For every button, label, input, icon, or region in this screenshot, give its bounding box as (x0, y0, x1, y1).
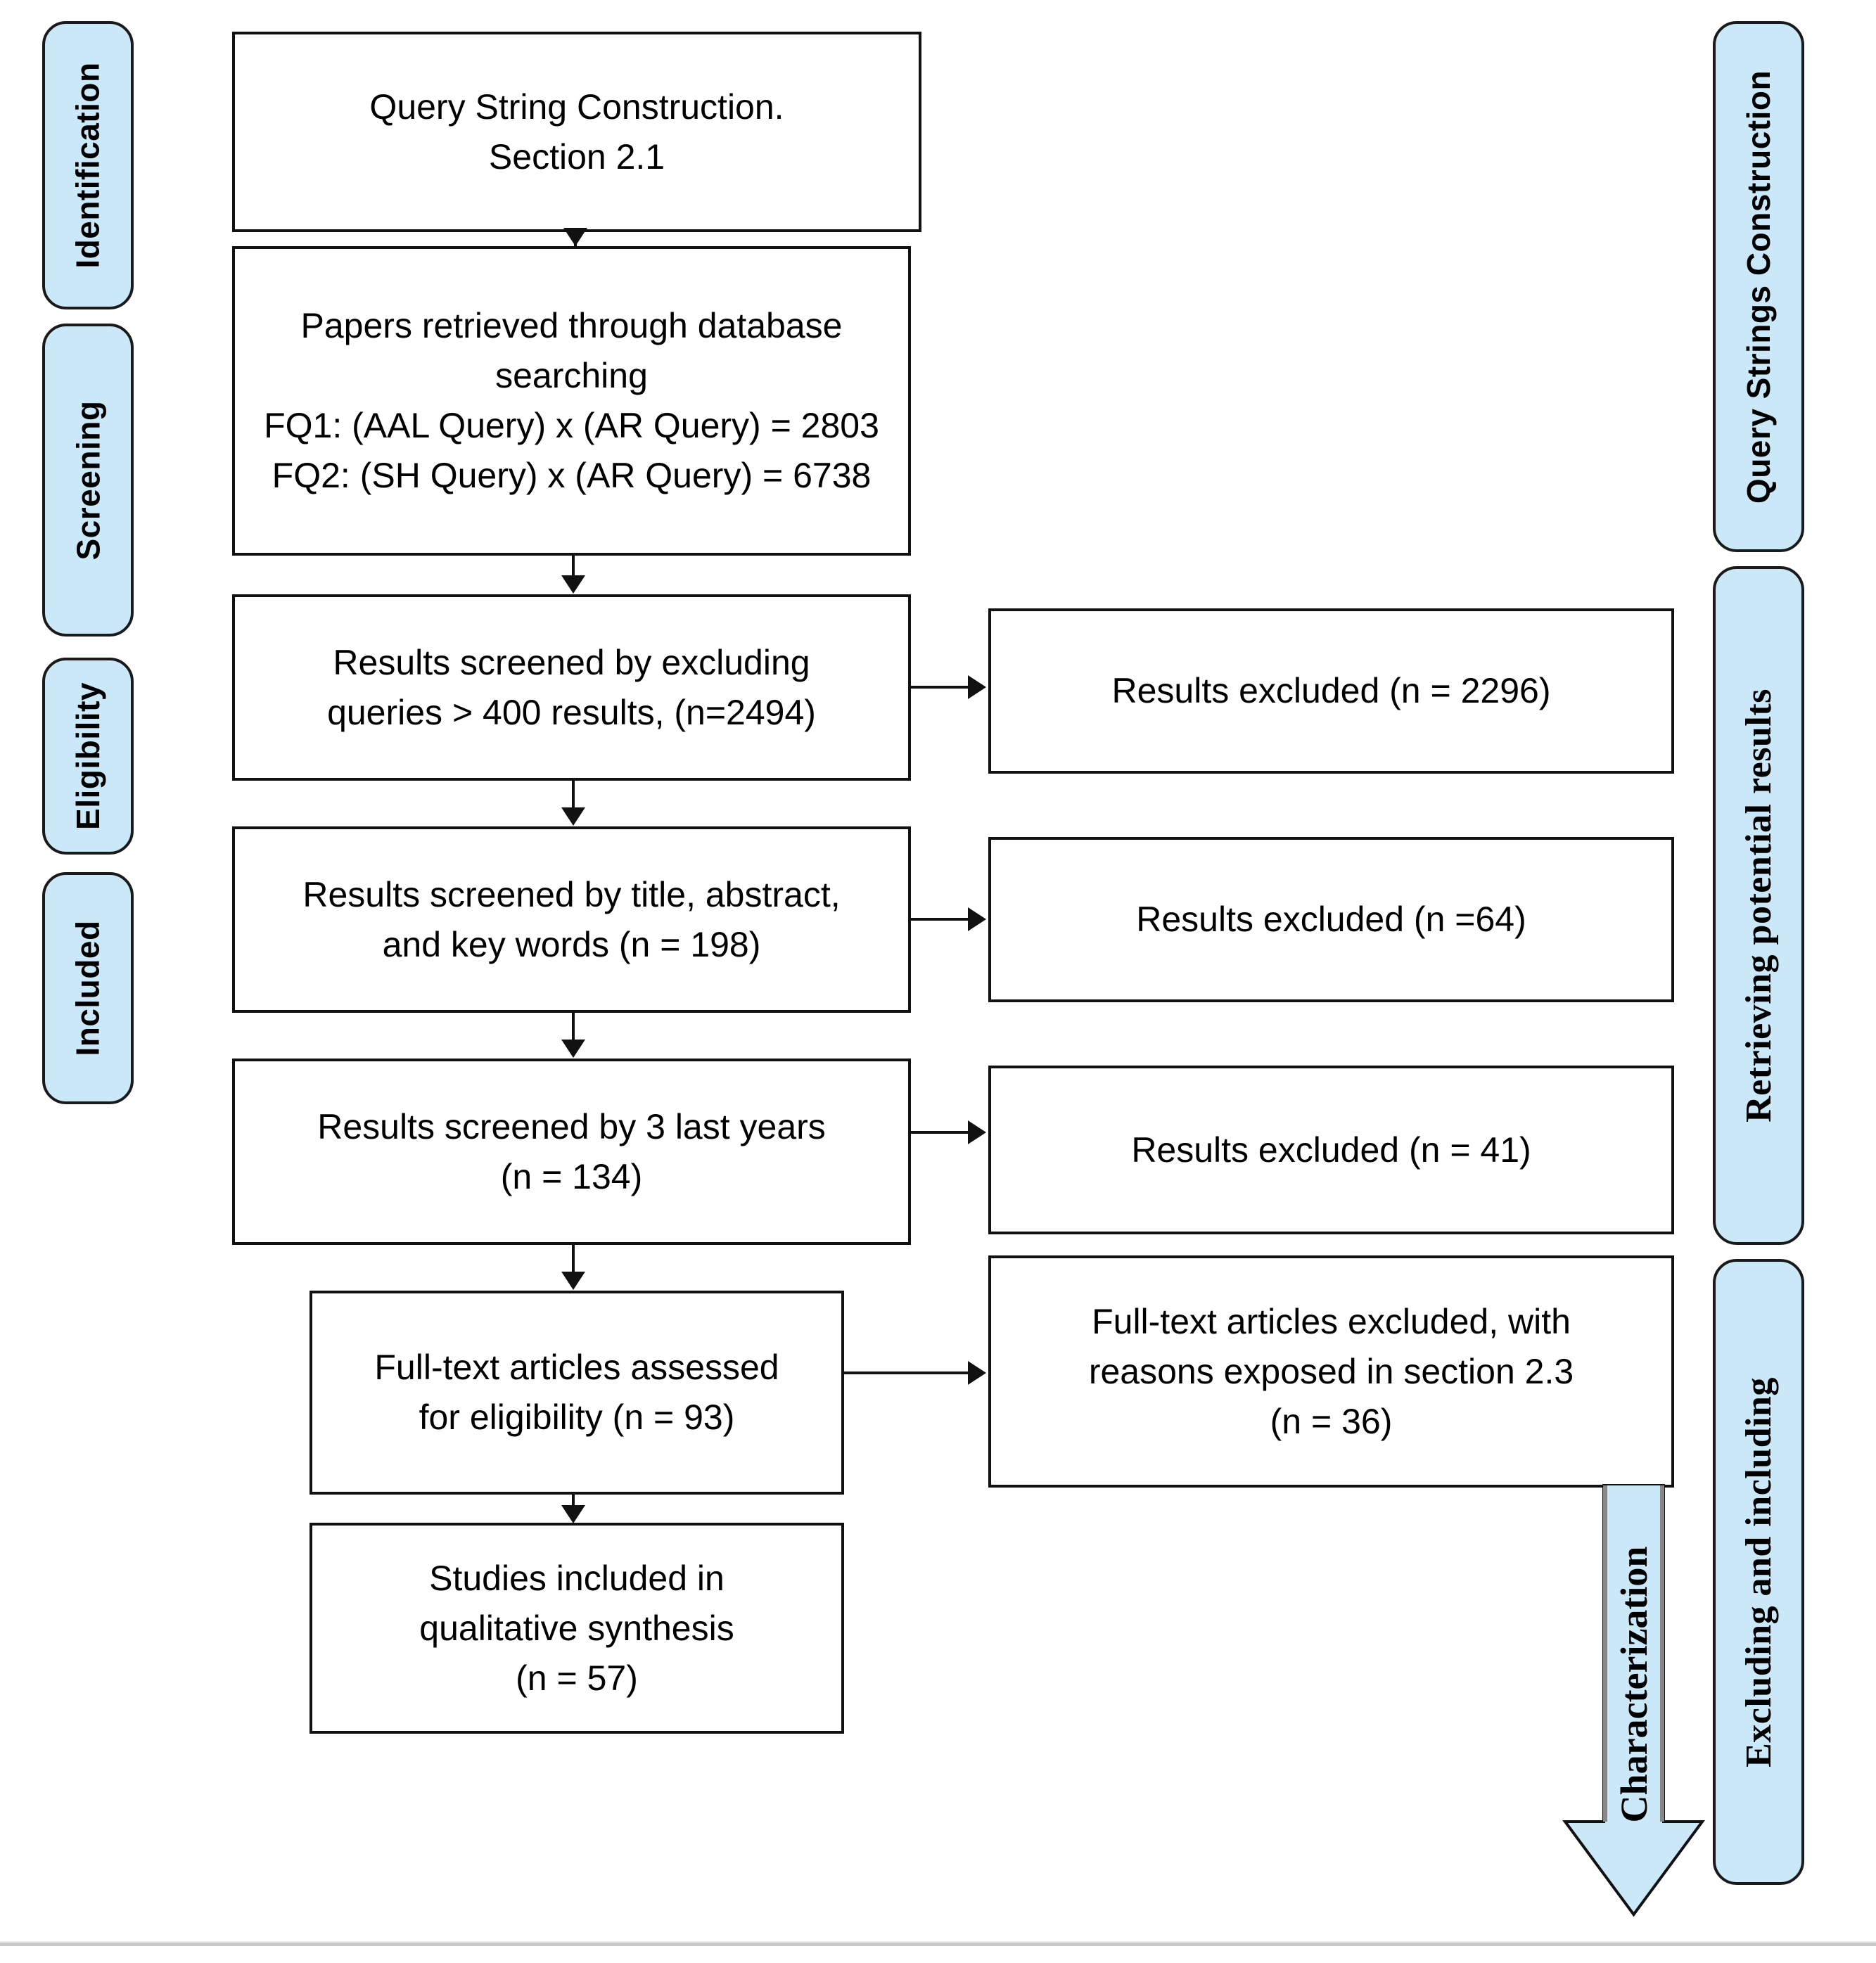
flow-box-papers-retrieved-text: Papers retrieved through database search… (264, 306, 879, 495)
arrowhead-to-excluded-36 (968, 1361, 986, 1385)
arrowhead-papers-to-screened-query (561, 575, 585, 594)
bottom-divider (0, 1941, 1876, 1946)
stage-pill-included: Included (42, 872, 134, 1104)
flow-box-screened-by-title-abstract-text: Results screened by title, abstract, and… (302, 874, 841, 964)
flow-box-studies-included-text: Studies included in qualitative synthesi… (419, 1558, 734, 1698)
connector-to-excluded-41 (911, 1131, 971, 1134)
arrowhead-to-excluded-41 (968, 1120, 986, 1144)
connector-title-to-years (572, 1013, 575, 1041)
flow-box-studies-included: Studies included in qualitative synthesi… (310, 1523, 844, 1734)
flow-box-excluded-36: Full-text articles excluded, with reason… (988, 1255, 1674, 1488)
flow-box-screened-by-last-3-years-text: Results screened by 3 last years (n = 13… (317, 1106, 826, 1196)
flow-box-excluded-41: Results excluded (n = 41) (988, 1066, 1674, 1234)
stage-pill-eligibility-label: Eligibility (70, 682, 106, 830)
arrowhead-query-to-papers (563, 228, 587, 246)
flow-box-excluded-41-text: Results excluded (n = 41) (1131, 1130, 1531, 1170)
characterization-arrow-label: Characterization (1612, 1546, 1655, 1823)
stage-pill-identification-label: Identification (70, 62, 107, 269)
flow-box-screened-by-title-abstract: Results screened by title, abstract, and… (232, 826, 911, 1013)
stage-pill-screening: Screening (42, 324, 134, 637)
flow-box-excluded-64: Results excluded (n =64) (988, 837, 1674, 1002)
connector-to-excluded-64 (911, 918, 971, 921)
stage-pill-identification: Identification (42, 21, 134, 309)
connector-to-excluded-36 (842, 1371, 972, 1374)
flow-box-query-string-construction-text: Query String Construction. Section 2.1 (369, 87, 784, 177)
flow-box-excluded-2296: Results excluded (n = 2296) (988, 608, 1674, 774)
arrowhead-to-excluded-64 (968, 907, 986, 931)
flow-box-screened-by-query-size: Results screened by excluding queries > … (232, 594, 911, 781)
stage-pill-query-strings-construction-label: Query Strings Construction (1740, 70, 1778, 504)
flow-box-full-text-assessed: Full-text articles assessed for eligibil… (310, 1291, 844, 1495)
stage-pill-eligibility: Eligibility (42, 658, 134, 855)
connector-papers-to-screened-query (572, 556, 575, 577)
arrowhead-title-to-years (561, 1040, 585, 1058)
stage-pill-excluding-and-including: Excluding and including (1713, 1259, 1804, 1885)
characterization-arrow-shape (1562, 1483, 1705, 1917)
arrowhead-screened-query-to-title (561, 807, 585, 826)
connector-years-to-fulltext (572, 1245, 575, 1274)
stage-pill-retrieving-potential-results: Retrieving potential results (1713, 566, 1804, 1245)
flow-box-papers-retrieved: Papers retrieved through database search… (232, 246, 911, 556)
stage-pill-retrieving-potential-results-label: Retrieving potential results (1738, 689, 1779, 1123)
stage-pill-screening-label: Screening (70, 400, 107, 560)
connector-to-excluded-2296 (911, 686, 971, 689)
flow-box-query-string-construction: Query String Construction. Section 2.1 (232, 32, 921, 232)
flow-box-screened-by-query-size-text: Results screened by excluding queries > … (327, 642, 816, 732)
flow-box-excluded-36-text: Full-text articles excluded, with reason… (1088, 1301, 1574, 1441)
flow-box-full-text-assessed-text: Full-text articles assessed for eligibil… (374, 1348, 779, 1437)
arrowhead-to-excluded-2296 (968, 675, 986, 699)
arrowhead-years-to-fulltext (561, 1272, 585, 1290)
characterization-arrow: Characterization (1558, 1483, 1709, 1920)
flow-box-screened-by-last-3-years: Results screened by 3 last years (n = 13… (232, 1059, 911, 1245)
stage-pill-query-strings-construction: Query Strings Construction (1713, 21, 1804, 552)
connector-fulltext-to-included (572, 1495, 575, 1509)
connector-screened-query-to-title (572, 781, 575, 809)
arrowhead-fulltext-to-included (561, 1505, 585, 1523)
stage-pill-included-label: Included (70, 920, 106, 1056)
flow-box-excluded-2296-text: Results excluded (n = 2296) (1111, 671, 1551, 710)
stage-pill-excluding-and-including-label: Excluding and including (1738, 1376, 1779, 1767)
flow-box-excluded-64-text: Results excluded (n =64) (1136, 900, 1526, 939)
